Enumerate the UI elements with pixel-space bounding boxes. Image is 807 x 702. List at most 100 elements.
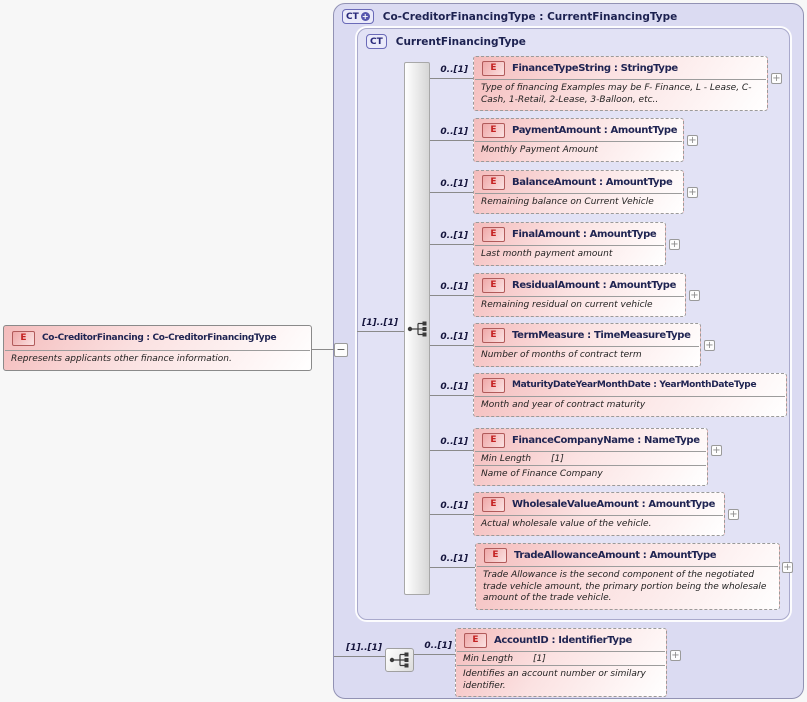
expand-icon[interactable]: + xyxy=(704,340,715,351)
expand-icon[interactable]: + xyxy=(782,562,793,573)
expand-icon[interactable]: + xyxy=(689,290,700,301)
element-description: Number of months of contract term xyxy=(481,350,642,360)
panel-header: CT CurrentFinancingType xyxy=(358,29,789,49)
separator-line xyxy=(475,396,785,397)
element-description: Actual wholesale value of the vehicle. xyxy=(481,519,652,529)
element-box-balanceamount[interactable]: E BalanceAmount : AmountType Remaining b… xyxy=(473,170,684,214)
element-box-residualamount[interactable]: E ResidualAmount : AmountType Remaining … xyxy=(473,273,686,317)
facet-label: Min Length xyxy=(481,454,532,464)
element-description: Identifies an account number or similary… xyxy=(463,669,646,691)
element-icon: E xyxy=(12,330,35,346)
element-title: FinalAmount : AmountType xyxy=(512,228,657,240)
element-box-finalamount[interactable]: E FinalAmount : AmountType Last month pa… xyxy=(473,222,666,266)
cardinality-label: 0..[1] xyxy=(440,501,468,511)
expand-icon[interactable]: + xyxy=(728,509,739,520)
complex-type-icon: CT xyxy=(366,34,387,49)
element-icon: E xyxy=(482,226,505,242)
connector-line xyxy=(312,349,336,350)
element-title: TermMeasure : TimeMeasureType xyxy=(512,329,691,341)
element-icon: E xyxy=(482,122,505,138)
element-title: AccountID : IdentifierType xyxy=(494,634,632,646)
element-box-accountid[interactable]: E AccountID : IdentifierType Min Length … xyxy=(455,628,667,697)
connector-line xyxy=(430,450,473,451)
element-title-row: E AccountID : IdentifierType xyxy=(456,629,666,651)
element-title-row: E FinanceTypeString : StringType xyxy=(474,57,767,79)
element-box-wholesalevalueamount[interactable]: E WholesaleValueAmount : AmountType Actu… xyxy=(473,492,725,536)
element-title-row: E WholesaleValueAmount : AmountType xyxy=(474,493,724,515)
collapse-toggle-icon[interactable]: − xyxy=(334,343,348,357)
separator-line xyxy=(475,515,723,516)
element-title-row: E FinanceCompanyName : NameType xyxy=(474,429,707,451)
connector-line xyxy=(430,345,473,346)
element-icon: E xyxy=(482,496,505,512)
element-title: TradeAllowanceAmount : AmountType xyxy=(514,549,717,561)
element-title-row: E FinalAmount : AmountType xyxy=(474,223,665,245)
cardinality-label: 0..[1] xyxy=(440,332,468,342)
panel-header: CT+ Co-CreditorFinancingType : CurrentFi… xyxy=(334,4,803,24)
element-icon: E xyxy=(482,327,505,343)
separator-line xyxy=(475,141,682,142)
connector-line xyxy=(430,140,473,141)
element-title: WholesaleValueAmount : AmountType xyxy=(512,498,716,510)
connector-line xyxy=(430,295,473,296)
element-title-row: E ResidualAmount : AmountType xyxy=(474,274,685,296)
sequence-icon xyxy=(389,652,408,668)
element-title-row: E TermMeasure : TimeMeasureType xyxy=(474,324,700,346)
facet-label: Min Length xyxy=(463,654,514,664)
expand-icon[interactable]: + xyxy=(687,187,698,198)
connector-line xyxy=(414,654,455,655)
separator-line xyxy=(457,665,665,666)
separator-line xyxy=(475,296,684,297)
element-box-financecompanyname[interactable]: E FinanceCompanyName : NameType Min Leng… xyxy=(473,428,708,486)
element-box-paymentamount[interactable]: E PaymentAmount : AmountType Monthly Pay… xyxy=(473,118,684,162)
element-description: Type of financing Examples may be F- Fin… xyxy=(481,83,752,105)
element-box-co-creditorfinancing[interactable]: E Co-CreditorFinancing : Co-CreditorFina… xyxy=(3,325,312,371)
element-icon: E xyxy=(482,277,505,293)
connector-line xyxy=(430,192,473,193)
expand-icon[interactable]: + xyxy=(687,135,698,146)
cardinality-label: 0..[1] xyxy=(440,554,468,564)
expand-icon[interactable]: + xyxy=(670,650,681,661)
ct-badge-label: CT xyxy=(370,36,383,47)
cardinality-label: [1]..[1] xyxy=(362,318,398,328)
element-description: Last month payment amount xyxy=(481,249,613,259)
extension-plus-icon: + xyxy=(360,12,370,21)
element-box-financetypestring[interactable]: E FinanceTypeString : StringType Type of… xyxy=(473,56,768,111)
expand-icon[interactable]: + xyxy=(771,73,782,84)
element-icon: E xyxy=(482,60,505,76)
element-description: Monthly Payment Amount xyxy=(481,145,598,155)
separator-line xyxy=(475,451,706,452)
separator-line xyxy=(477,566,778,567)
cardinality-label: 0..[1] xyxy=(440,65,468,75)
facet-row: Min Length [1] xyxy=(456,652,666,665)
separator-line xyxy=(475,193,682,194)
panel-title: CurrentFinancingType xyxy=(395,35,526,48)
connector-line xyxy=(430,395,473,396)
element-description: Month and year of contract maturity xyxy=(481,400,646,410)
expand-icon[interactable]: + xyxy=(711,445,722,456)
element-title: PaymentAmount : AmountType xyxy=(512,124,678,136)
connector-line xyxy=(357,331,404,332)
element-description: Trade Allowance is the second component … xyxy=(483,570,767,603)
expand-icon[interactable]: + xyxy=(669,239,680,250)
separator-line xyxy=(5,350,310,351)
sequence-compositor[interactable] xyxy=(385,648,414,672)
cardinality-label: 0..[1] xyxy=(424,641,452,651)
connector-line xyxy=(334,656,385,657)
element-title: Co-CreditorFinancing : Co-CreditorFinanc… xyxy=(42,333,277,343)
element-box-termmeasure[interactable]: E TermMeasure : TimeMeasureType Number o… xyxy=(473,323,701,367)
element-icon: E xyxy=(484,547,507,563)
separator-line xyxy=(475,346,699,347)
facet-value: [1] xyxy=(533,654,546,664)
separator-line xyxy=(457,651,665,652)
element-icon: E xyxy=(482,174,505,190)
cardinality-label: 0..[1] xyxy=(440,382,468,392)
separator-line xyxy=(475,79,766,80)
element-box-tradeallowanceamount[interactable]: E TradeAllowanceAmount : AmountType Trad… xyxy=(475,543,780,610)
element-description: Name of Finance Company xyxy=(481,469,603,479)
element-box-maturitydateyearmonthdate[interactable]: E MaturityDateYearMonthDate : YearMonthD… xyxy=(473,373,787,417)
element-icon: E xyxy=(482,432,505,448)
separator-line xyxy=(475,465,706,466)
cardinality-label: [1]..[1] xyxy=(346,643,382,653)
